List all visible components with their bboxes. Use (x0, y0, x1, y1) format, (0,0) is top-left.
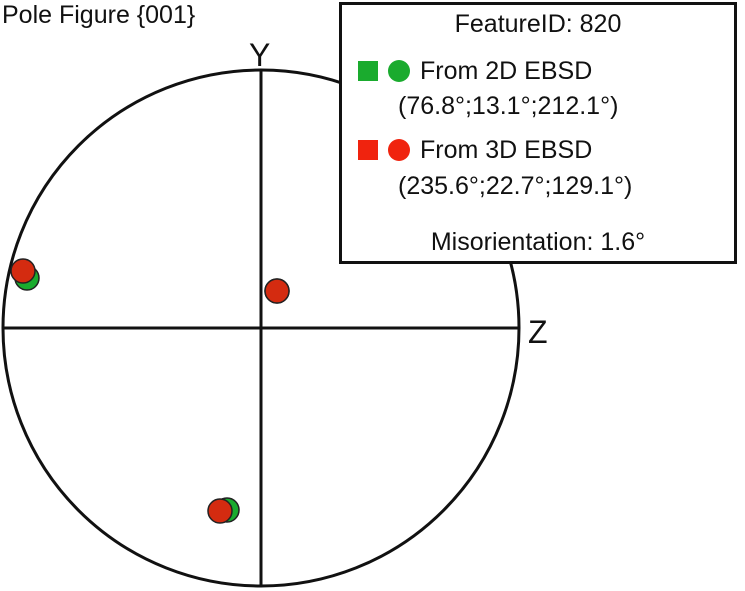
green-square-icon (358, 61, 378, 81)
misorientation-label: Misorientation: 1.6° (430, 228, 646, 256)
z-axis-label: Z (528, 314, 548, 350)
legend-3d-angles: (235.6°;22.7°;129.1°) (398, 172, 633, 200)
pole-3d-2 (264, 278, 290, 304)
legend-row-3d: From 3D EBSD (358, 135, 592, 165)
legend-row-2d: From 2D EBSD (358, 56, 592, 86)
pole-3d-1 (10, 258, 36, 284)
feature-id-label: FeatureID: 820 (454, 10, 622, 38)
green-circle-icon (388, 60, 410, 82)
y-axis-label: Y (249, 37, 270, 73)
red-square-icon (358, 140, 378, 160)
pole-3d-3 (207, 498, 233, 524)
legend-2d-angles: (76.8°;13.1°;212.1°) (398, 92, 619, 120)
red-circle-icon (388, 139, 410, 161)
legend-3d-label: From 3D EBSD (420, 136, 593, 164)
legend-box: FeatureID: 820 From 2D EBSD (76.8°;13.1°… (339, 2, 737, 264)
pole-figure-title: Pole Figure {001} (2, 1, 196, 29)
legend-2d-label: From 2D EBSD (420, 57, 593, 85)
